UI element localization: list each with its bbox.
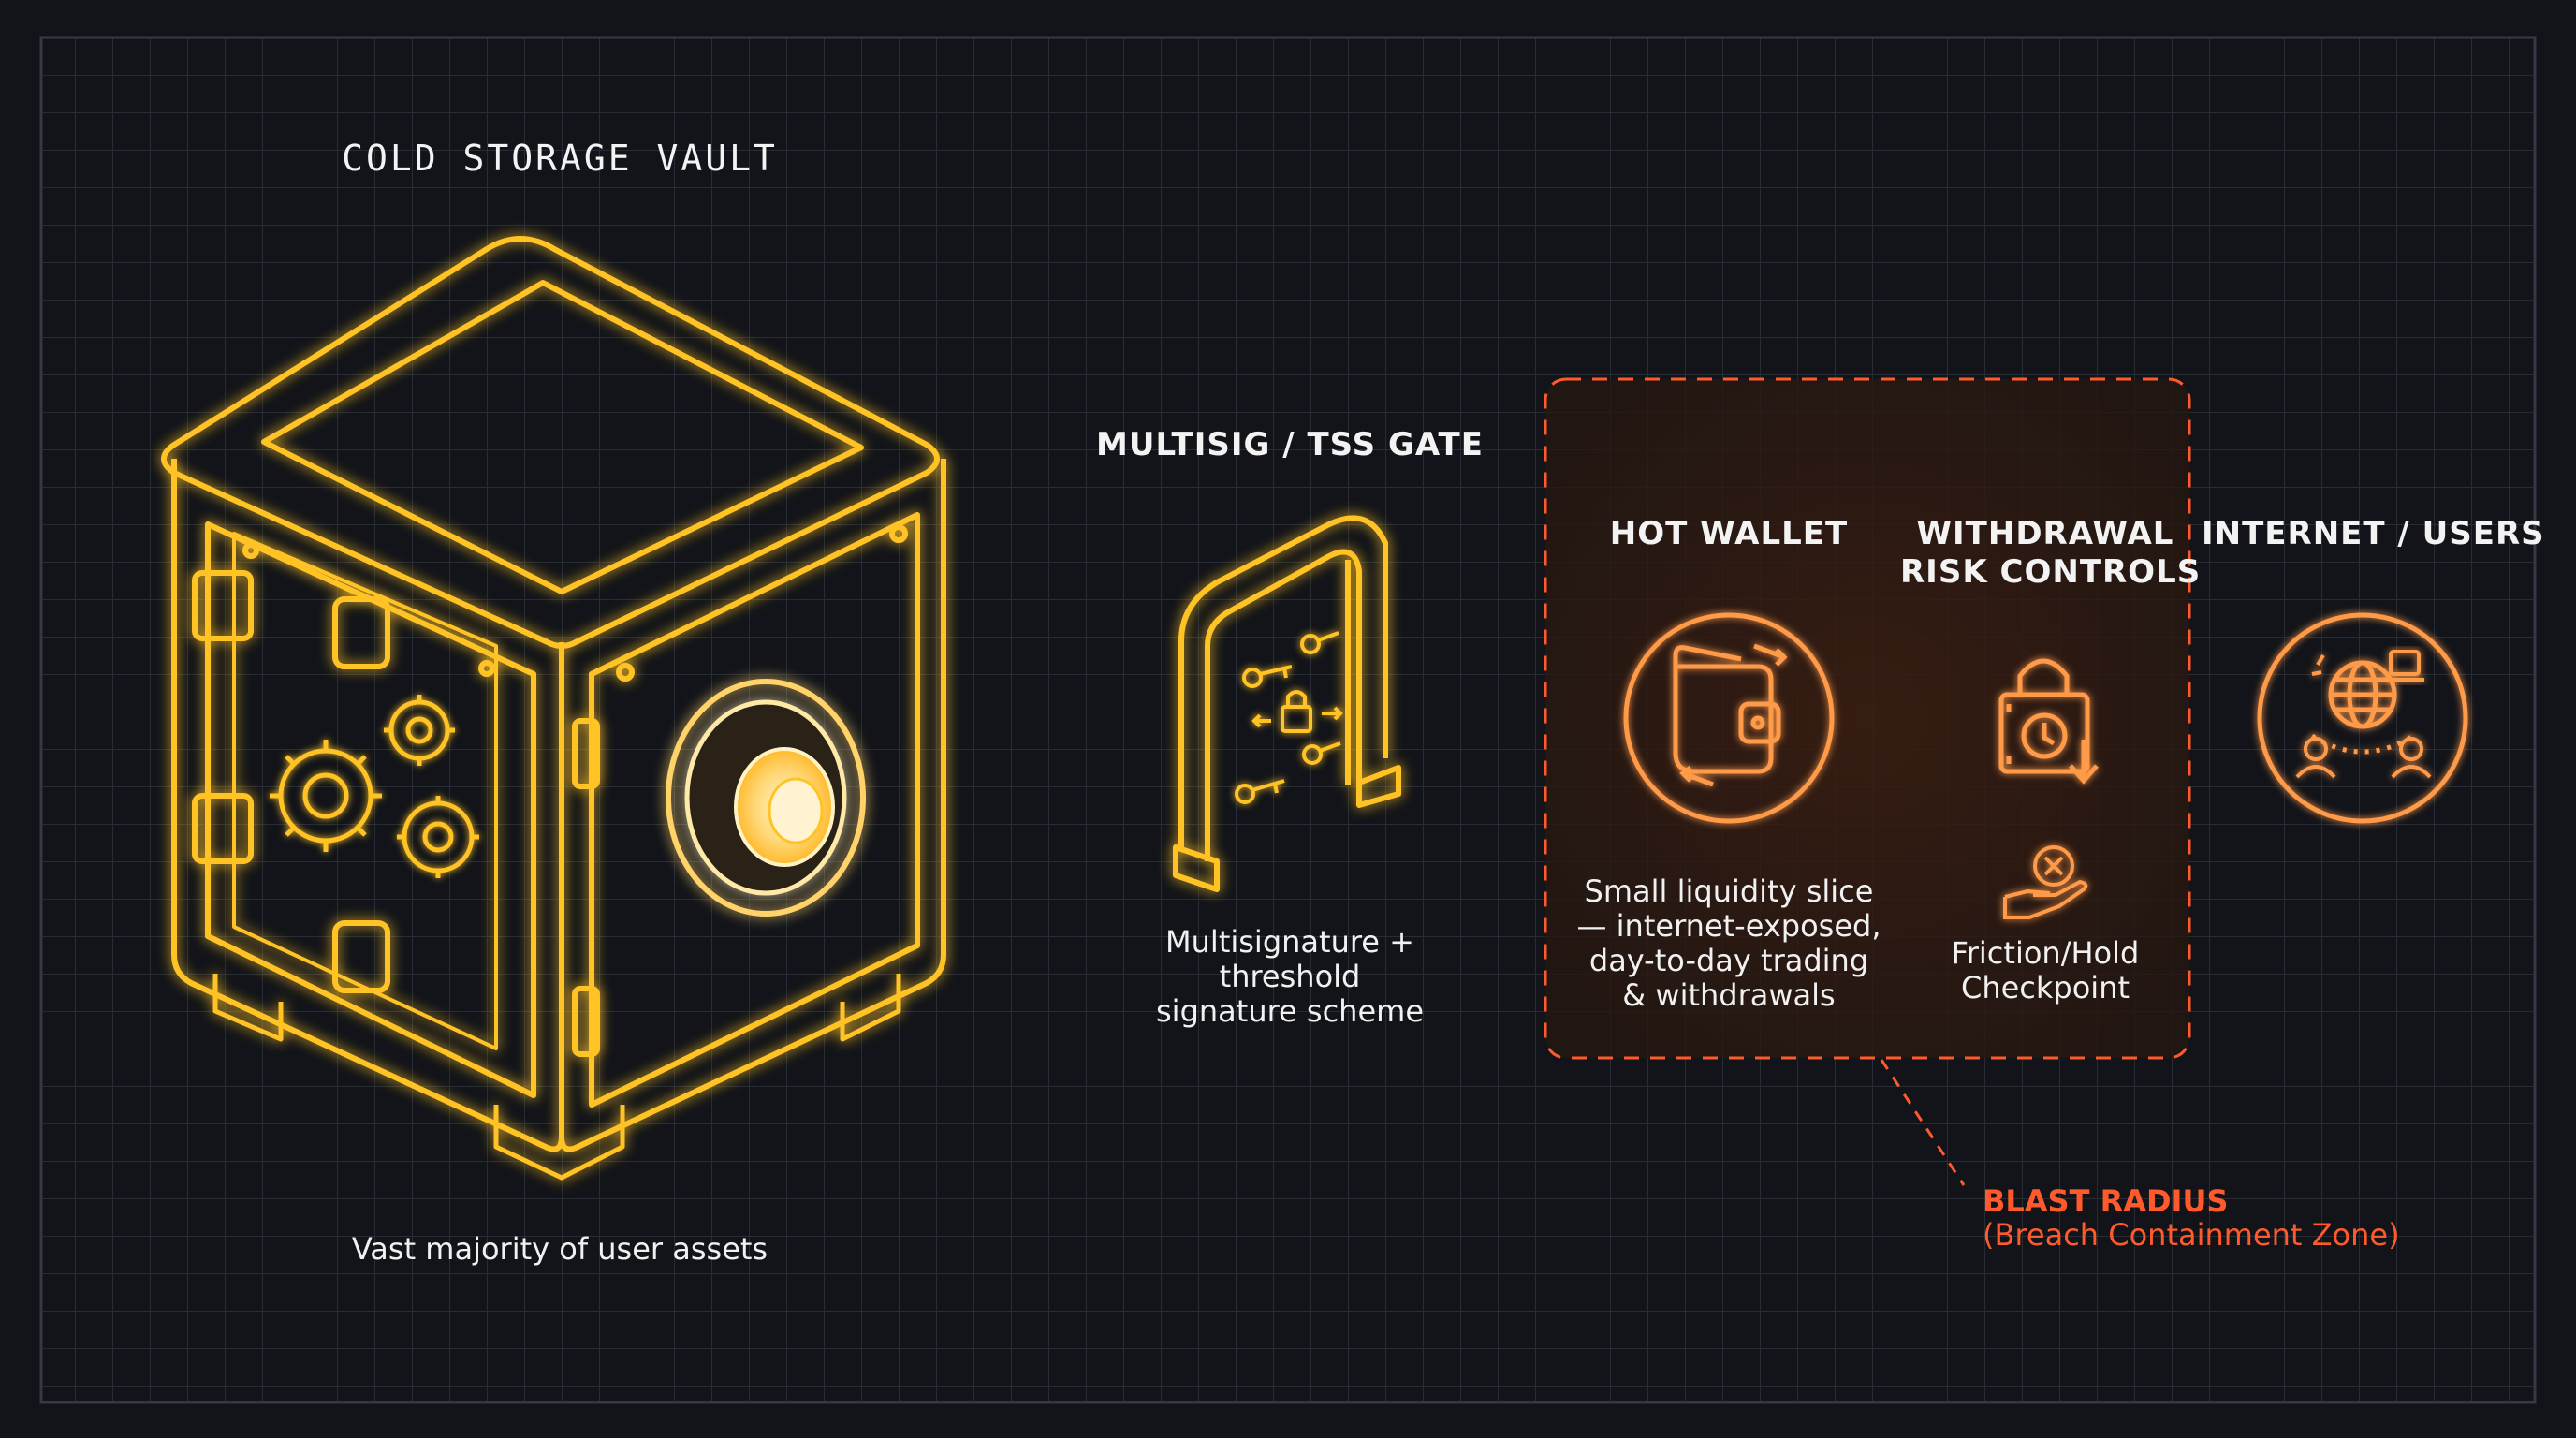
hot-wallet-caption: Small liquidity slice — internet-exposed… <box>1556 874 1902 1013</box>
device-icon <box>2311 650 2424 682</box>
gate-caption: Multisignature + threshold signature sch… <box>1084 925 1496 1029</box>
lock-icon <box>1251 690 1343 733</box>
padlock-timer-icon <box>1998 658 2099 785</box>
wallet-icon <box>1623 612 1835 824</box>
gate-title: MULTISIG / TSS GATE <box>1096 426 1484 463</box>
risk-controls-caption-line: Friction/Hold <box>1951 935 2140 971</box>
risk-controls-title-line: RISK CONTROLS <box>1900 553 2202 591</box>
safe-vault-icon <box>161 236 946 1181</box>
key-icon <box>1235 631 1341 804</box>
hot-wallet-caption-line: Small liquidity slice <box>1584 873 1874 909</box>
hot-wallet-title: HOT WALLET <box>1609 515 1849 552</box>
blast-radius-subtitle: (Breach Containment Zone) <box>1983 1217 2400 1253</box>
internet-title: INTERNET / USERS <box>2202 515 2545 552</box>
users-icon <box>2295 737 2432 779</box>
gate-caption-line: signature scheme <box>1156 993 1424 1029</box>
risk-controls-caption-line: Checkpoint <box>1960 970 2130 1005</box>
hot-wallet-caption-line: — internet-exposed, <box>1576 908 1881 944</box>
hot-wallet-caption-line: day-to-day trading <box>1588 943 1869 978</box>
risk-controls-title-line: WITHDRAWAL <box>1916 515 2174 552</box>
vault-caption: Vast majority of user assets <box>351 1231 768 1267</box>
gate-caption-line: Multisignature + <box>1165 924 1414 960</box>
gear-icon <box>270 695 479 878</box>
hand-cancel-icon <box>2003 845 2088 919</box>
hot-wallet-caption-line: & withdrawals <box>1622 977 1836 1013</box>
vault-title: COLD STORAGE VAULT <box>342 138 778 179</box>
risk-controls-caption: Friction/Hold Checkpoint <box>1919 936 2172 1005</box>
risk-controls-title: WITHDRAWAL RISK CONTROLS <box>1900 515 2202 592</box>
combination-dial-icon <box>666 679 866 917</box>
gate-arch-icon <box>1173 515 1401 892</box>
gate-caption-line: threshold <box>1219 959 1361 994</box>
blast-radius-title: BLAST RADIUS <box>1983 1183 2229 1219</box>
